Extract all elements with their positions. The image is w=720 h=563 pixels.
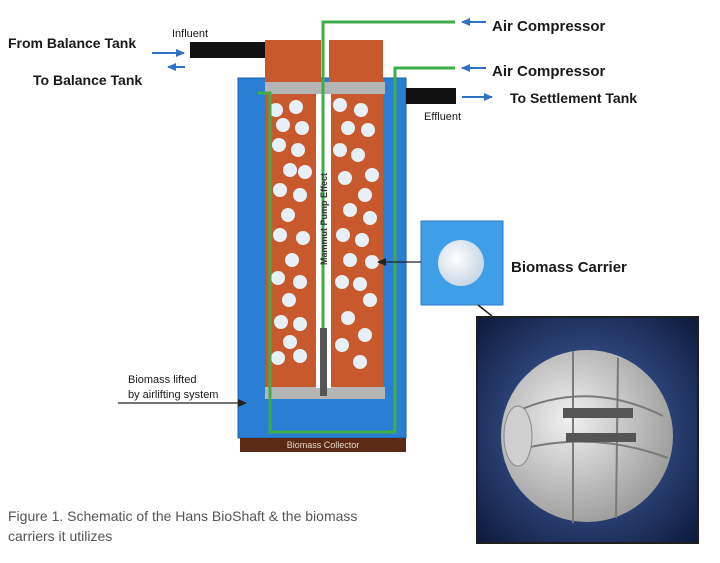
biomass-lifted-label-1: Biomass lifted	[128, 374, 196, 386]
effluent-pipe	[406, 88, 456, 104]
carrier-dot	[361, 123, 375, 137]
carrier-dot	[341, 311, 355, 325]
carrier-dot	[363, 211, 377, 225]
carrier-dot	[269, 103, 283, 117]
biomass-collector	[240, 438, 406, 452]
carrier-dot	[282, 293, 296, 307]
carrier-dot	[274, 315, 288, 329]
influent-pipe	[190, 42, 265, 58]
carrier-dot	[333, 143, 347, 157]
carrier-dot	[358, 328, 372, 342]
air-pipe-3	[283, 66, 455, 434]
air-pipe-1	[321, 20, 455, 328]
carrier-dot	[333, 98, 347, 112]
carrier-dot	[276, 118, 290, 132]
carrier-dot	[271, 271, 285, 285]
carrier-dot	[363, 293, 377, 307]
carrier-dot	[285, 253, 299, 267]
carrier-dots	[269, 98, 379, 369]
air-compressor-label-1: Air Compressor	[492, 18, 606, 35]
air-compressor-label-2: Air Compressor	[492, 63, 606, 80]
carrier-dot	[289, 100, 303, 114]
carrier-dot	[291, 143, 305, 157]
carrier-dot	[281, 208, 295, 222]
carrier-dot	[343, 203, 357, 217]
tank-lid-left	[265, 40, 321, 82]
biomass-lifted-label-2: by airlifting system	[128, 389, 218, 401]
air-pipe-2	[258, 91, 283, 434]
carrier-dot	[365, 255, 379, 269]
carrier-dot	[298, 165, 312, 179]
carrier-dot	[351, 148, 365, 162]
carrier-dot	[271, 351, 285, 365]
figure-caption: Figure 1. Schematic of the Hans BioShaft…	[8, 506, 408, 546]
carrier-dot	[293, 349, 307, 363]
carrier-dot	[296, 231, 310, 245]
carrier-dot	[293, 317, 307, 331]
carrier-dot	[293, 275, 307, 289]
biomass-carrier-label: Biomass Carrier	[511, 259, 627, 276]
carrier-dot	[273, 183, 287, 197]
biomass-collector-label: Biomass Collector	[287, 440, 360, 450]
air-pipes	[258, 20, 455, 434]
from-balance-tank-label: From Balance Tank	[8, 35, 136, 51]
mammut-pump-label: Mammut Pump Effect	[319, 173, 329, 265]
carrier-dot	[293, 188, 307, 202]
carrier-dot	[295, 121, 309, 135]
caption-line-1: Figure 1. Schematic of the Hans BioShaft…	[8, 508, 358, 524]
inset-connector	[477, 304, 493, 317]
carrier-dot	[338, 171, 352, 185]
to-balance-tank-label: To Balance Tank	[33, 72, 142, 88]
influent-label: Influent	[172, 28, 208, 40]
carrier-dot	[341, 121, 355, 135]
top-plate	[265, 82, 385, 94]
carrier-dot	[335, 275, 349, 289]
air-tube-lower	[320, 328, 327, 396]
carrier-dot	[283, 335, 297, 349]
carrier-dot	[353, 355, 367, 369]
carrier-dot	[335, 338, 349, 352]
carrier-dot	[353, 277, 367, 291]
carrier-dot	[272, 138, 286, 152]
carrier-dot	[358, 188, 372, 202]
tank-lid-right	[329, 40, 383, 82]
carrier-dot	[343, 253, 357, 267]
carrier-dot	[283, 163, 297, 177]
to-settlement-tank-label: To Settlement Tank	[510, 90, 637, 106]
carrier-inset-ball	[438, 240, 484, 286]
carrier-dot	[273, 228, 287, 242]
carrier-dot	[365, 168, 379, 182]
carrier-dot	[355, 233, 369, 247]
effluent-label: Effluent	[424, 111, 461, 123]
caption-line-2: carriers it utilizes	[8, 528, 113, 544]
biomass-carrier-photo	[476, 316, 699, 544]
carrier-dot	[354, 103, 368, 117]
carrier-dot	[336, 228, 350, 242]
